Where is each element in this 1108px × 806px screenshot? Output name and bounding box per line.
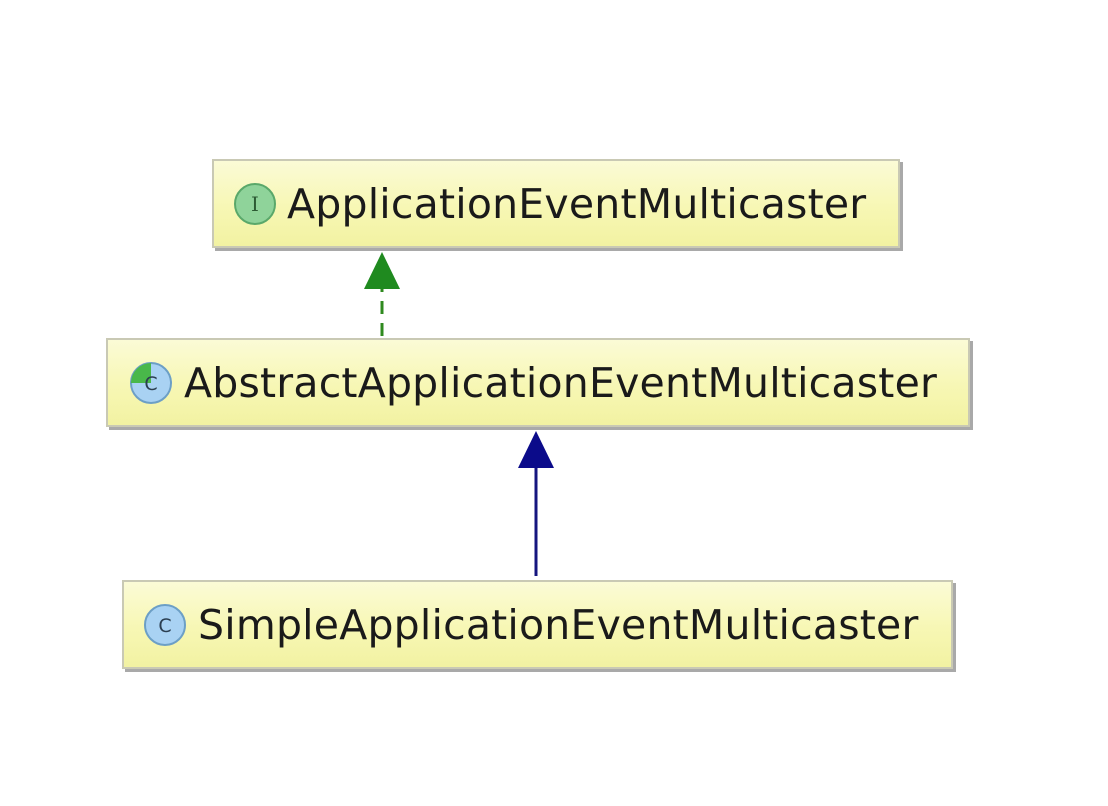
interface-icon-letter: I [251, 192, 259, 216]
extends-arrowhead [518, 431, 554, 468]
interface-node[interactable]: I ApplicationEventMulticaster [212, 159, 900, 248]
class-icon-letter: C [158, 615, 171, 637]
abstract-class-icon: C [128, 360, 174, 406]
abstract-class-label: AbstractApplicationEventMulticaster [184, 358, 938, 407]
interface-icon: I [232, 181, 278, 227]
implements-arrowhead [364, 252, 400, 289]
extends-edge [518, 431, 554, 576]
abstract-class-icon-letter: C [144, 373, 157, 395]
class-icon: C [142, 602, 188, 648]
class-node[interactable]: C SimpleApplicationEventMulticaster [122, 580, 953, 669]
class-label: SimpleApplicationEventMulticaster [198, 600, 919, 649]
abstract-class-node[interactable]: C AbstractApplicationEventMulticaster [106, 338, 970, 427]
implements-edge [364, 252, 400, 336]
interface-label: ApplicationEventMulticaster [287, 179, 867, 228]
